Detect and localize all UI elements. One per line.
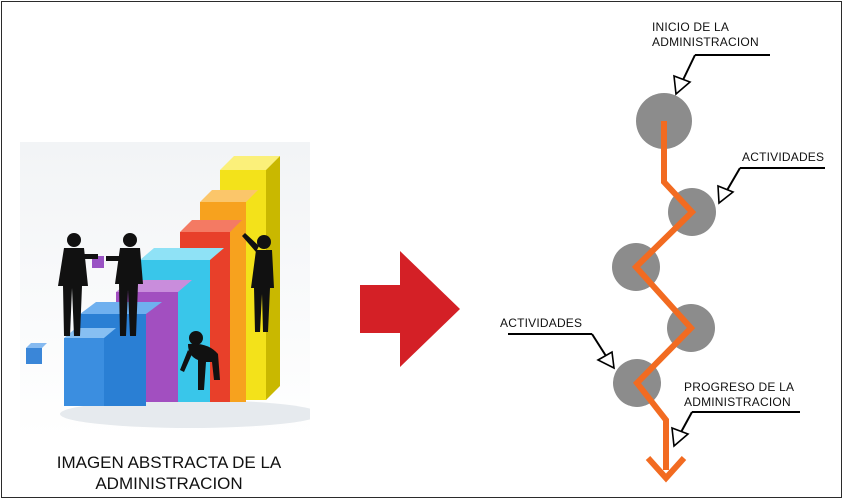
callout-actividades-top (717, 167, 825, 205)
label-progreso-line-1: PROGRESO DE LA (684, 380, 795, 394)
label-progreso: PROGRESO DE LA ADMINISTRACION (684, 380, 794, 410)
label-progreso-line-2: ADMINISTRACION (684, 395, 791, 409)
red-arrow-icon (360, 251, 460, 367)
progress-arrowhead-icon (645, 455, 687, 483)
label-inicio-line-2: ADMINISTRACION (652, 35, 759, 49)
caption-line-2: ADMINISTRACION (95, 474, 243, 493)
label-actividades-left: ACTIVIDADES (500, 316, 583, 330)
label-actividades-top: ACTIVIDADES (742, 150, 825, 164)
callout-inicio (673, 54, 770, 96)
label-inicio: INICIO DE LA ADMINISTRACION (652, 20, 759, 50)
label-inicio-line-1: INICIO DE LA (652, 20, 730, 34)
floor-shadow (60, 400, 310, 428)
progress-path (631, 121, 697, 470)
people-silhouettes (58, 233, 274, 390)
caption-line-1: IMAGEN ABSTRACTA DE LA (56, 453, 282, 472)
callout-progreso (671, 411, 800, 448)
callout-actividades-left (508, 333, 615, 370)
small-cube-left (26, 343, 47, 364)
administration-progress-diagram (508, 54, 825, 483)
image-caption: IMAGEN ABSTRACTA DE LA ADMINISTRACION (14, 452, 324, 494)
abstract-administration-image (20, 142, 310, 438)
